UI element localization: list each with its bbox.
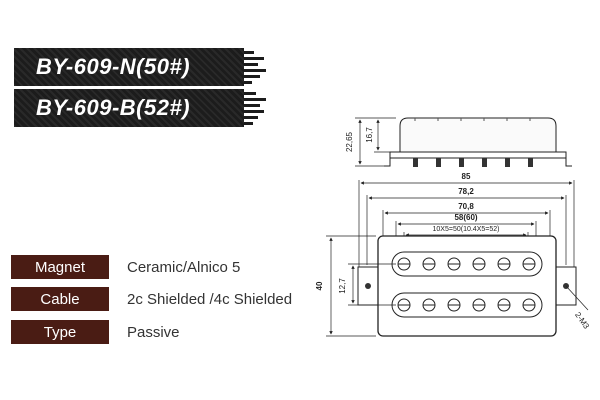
spec-label-cable: Cable xyxy=(11,287,109,311)
spec-label-magnet: Magnet xyxy=(11,255,109,279)
pole-pieces-row-2 xyxy=(397,298,536,312)
dim-width-70: 70,8 xyxy=(458,202,474,211)
side-view xyxy=(384,117,572,167)
spec-value-magnet: Ceramic/Alnico 5 xyxy=(127,258,241,276)
banner-tail-bridge-icon xyxy=(244,92,266,125)
dim-pole-spacing: 10X5=50(10.4X5=52) xyxy=(433,226,500,233)
dim-hole-label: 2-M3 xyxy=(573,311,591,332)
vertical-dimensions xyxy=(326,235,396,337)
model-banner-bridge: BY-609-B(52#) xyxy=(14,89,244,127)
spec-label-type: Type xyxy=(11,320,109,344)
pole-pieces-row-1 xyxy=(397,257,536,271)
spec-value-type: Passive xyxy=(127,323,180,341)
dim-height-cover: 16,7 xyxy=(365,127,374,143)
spec-value-cable: 2c Shielded /4c Shielded xyxy=(127,290,293,308)
spec-row-type: Type Passive xyxy=(11,320,180,344)
model-banner-neck: BY-609-N(50#) xyxy=(14,48,244,86)
side-view-screw-heads xyxy=(413,158,533,167)
top-view xyxy=(357,235,577,337)
spec-row-magnet: Magnet Ceramic/Alnico 5 xyxy=(11,255,240,279)
dim-height-40: 40 xyxy=(315,281,324,290)
side-dimensions xyxy=(355,117,396,167)
dim-width-85: 85 xyxy=(462,172,471,181)
model-name-neck: BY-609-N(50#) xyxy=(36,54,191,79)
dim-height-total: 22,65 xyxy=(345,131,354,152)
dim-width-78: 78,2 xyxy=(458,187,474,196)
dim-width-58: 58(60) xyxy=(454,213,477,222)
hole-leader-line xyxy=(565,285,589,311)
model-name-bridge: BY-609-B(52#) xyxy=(36,95,191,120)
spec-row-cable: Cable 2c Shielded /4c Shielded xyxy=(11,287,292,311)
banner-tail-neck-icon xyxy=(244,51,266,84)
dim-coil-spacing: 12,7 xyxy=(338,278,347,294)
side-view-cover-ticks xyxy=(414,118,531,121)
width-dimensions xyxy=(358,180,575,285)
